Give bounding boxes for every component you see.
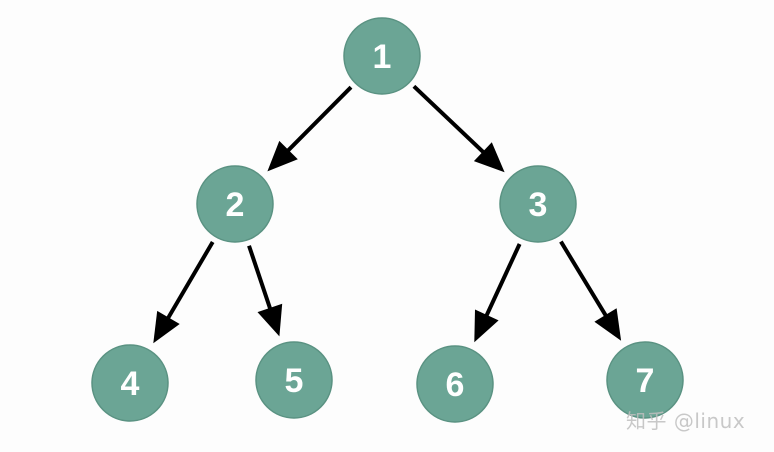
edge-n1-n3 (412, 84, 489, 158)
tree-node-5: 5 (255, 341, 333, 419)
node-circle (255, 341, 333, 419)
nodes-layer: 1 2 3 4 5 6 7 (91, 17, 684, 423)
arrowhead-n3-n7 (594, 308, 622, 341)
arrowhead-n1-n3 (473, 142, 505, 173)
edge-n2-n5 (247, 245, 274, 315)
node-label: 2 (226, 186, 245, 224)
tree-node-4: 4 (91, 344, 169, 422)
node-label: 3 (529, 186, 548, 224)
node-circle (91, 344, 169, 422)
arrowhead-n1-n2 (267, 140, 298, 172)
node-circle (499, 165, 577, 243)
node-circle (606, 341, 684, 419)
watermark-text: 知乎 @linux (626, 409, 746, 433)
edge-n2-n4 (163, 240, 215, 324)
tree-node-1: 1 (343, 17, 421, 95)
edges-layer (153, 84, 622, 344)
arrowhead-n2-n5 (257, 303, 283, 337)
node-circle (416, 345, 494, 423)
arrowhead-n3-n6 (474, 309, 499, 343)
tree-node-7: 7 (606, 341, 684, 419)
node-label: 7 (636, 362, 655, 400)
node-circle (343, 17, 421, 95)
node-label: 5 (285, 362, 304, 400)
arrowhead-n2-n4 (153, 310, 180, 344)
edge-n1-n2 (282, 85, 353, 156)
node-label: 4 (121, 365, 140, 403)
tree-node-3: 3 (499, 165, 577, 243)
tree-node-6: 6 (416, 345, 494, 423)
tree-node-2: 2 (196, 165, 274, 243)
edge-n3-n7 (559, 240, 611, 322)
node-label: 1 (373, 38, 392, 76)
node-label: 6 (446, 366, 465, 404)
node-circle (196, 165, 274, 243)
edge-n3-n6 (482, 243, 522, 322)
